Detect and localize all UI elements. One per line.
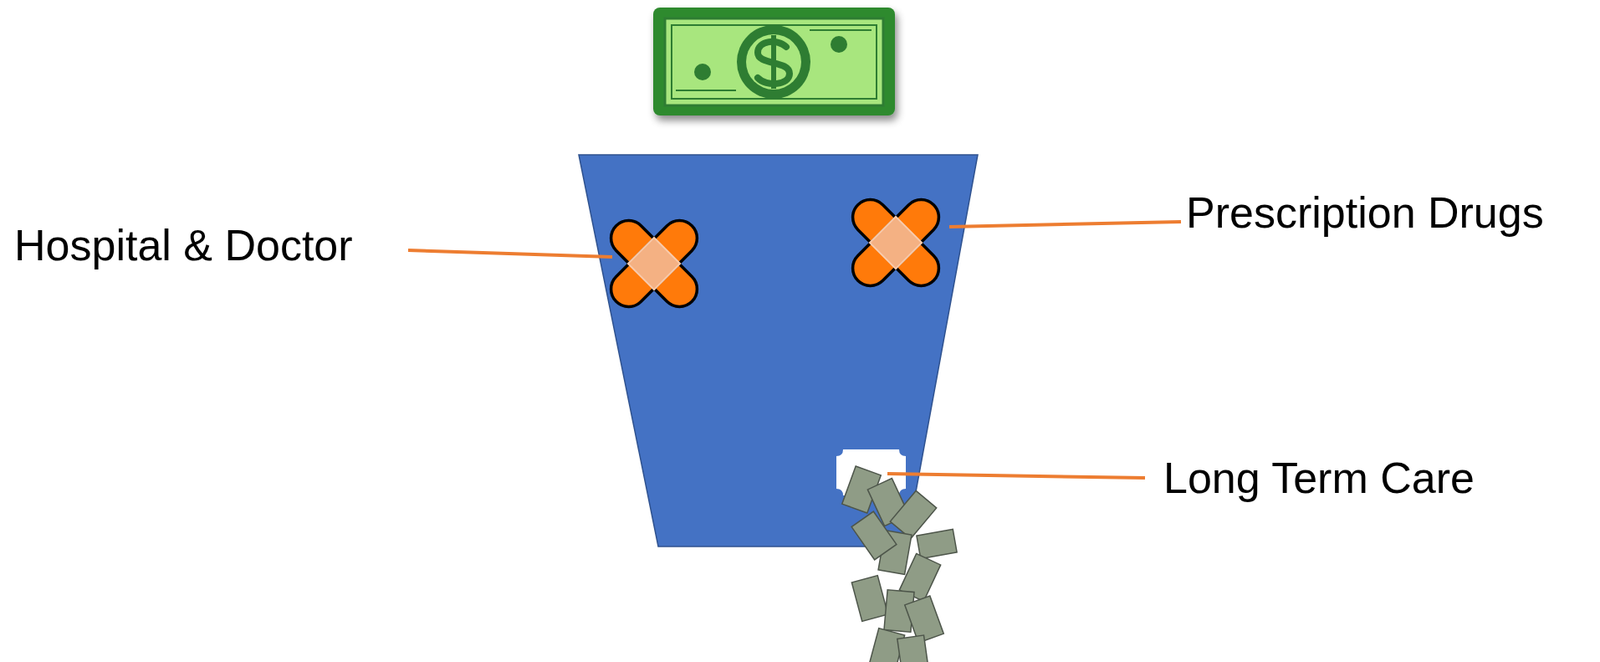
bill-seal xyxy=(736,25,811,99)
bandage xyxy=(845,192,946,293)
bandage xyxy=(603,213,705,314)
bill-line xyxy=(809,29,872,31)
callout-label: Long Term Care xyxy=(1163,455,1475,500)
bucket xyxy=(578,154,978,547)
dollar-bill xyxy=(653,7,895,116)
callout-label: Prescription Drugs xyxy=(1185,190,1544,235)
callout-label: Hospital & Doctor xyxy=(14,223,353,267)
bill-dot xyxy=(830,35,848,53)
bill-seal-inner xyxy=(746,34,802,90)
leader-line xyxy=(887,473,1146,478)
bill-dot xyxy=(694,63,711,81)
leader-line xyxy=(949,221,1181,227)
bill-border xyxy=(671,25,877,99)
bill-line xyxy=(675,89,737,92)
leader-line xyxy=(408,250,613,257)
falling-money xyxy=(842,465,957,662)
dollar-sign-bar xyxy=(771,35,777,89)
